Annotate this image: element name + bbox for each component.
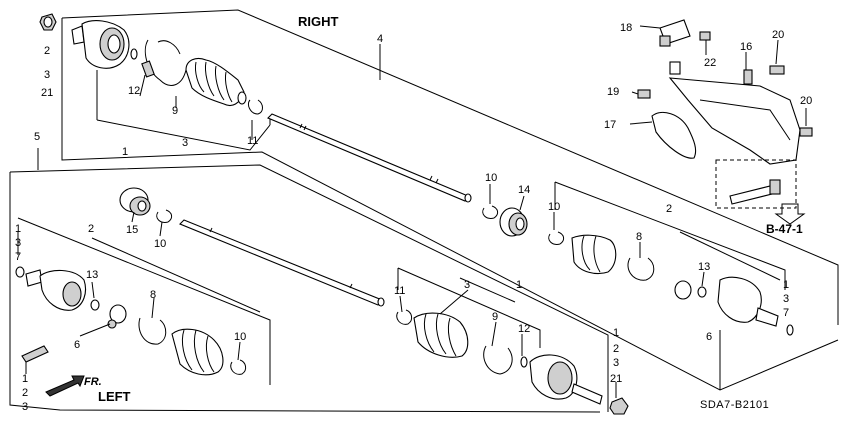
callout-12-left: 12 — [518, 323, 530, 335]
callout-20-b: 20 — [800, 95, 812, 107]
callout-3-right: 3 — [182, 137, 188, 149]
callout-19: 19 — [607, 86, 619, 98]
left-circlip-icon — [90, 299, 100, 311]
callout-14: 14 — [518, 184, 530, 196]
left-circlip-b-icon — [520, 356, 528, 368]
dynamic-damper-icon — [499, 207, 528, 237]
pin-icon — [21, 345, 49, 363]
callout-15: 15 — [126, 224, 138, 236]
callout-12-right: 12 — [128, 85, 140, 97]
callout-10-left-b: 10 — [234, 331, 246, 343]
inner-boot-band-icon — [627, 257, 655, 281]
callout-16: 16 — [740, 41, 752, 53]
callout-6-right: 6 — [706, 331, 712, 343]
callout-2-right: 2 — [666, 203, 672, 215]
callout-1-left: 1 — [516, 279, 522, 291]
callout-10-right-a: 10 — [485, 172, 497, 184]
callout-left-stack-2: 3 — [15, 237, 21, 249]
left-damper-icon — [119, 187, 151, 216]
left-outboard-joint-icon — [529, 354, 603, 405]
left-band-icon — [156, 209, 173, 223]
callout-right-stack-2: 3 — [783, 293, 789, 305]
callout-3-left: 3 — [464, 279, 470, 291]
left-shaft-icon — [179, 219, 385, 307]
callout-10-left-a: 10 — [154, 238, 166, 250]
callout-11-right: 11 — [247, 135, 258, 147]
outer-boot-icon — [185, 57, 247, 107]
callout-8-right: 8 — [636, 231, 642, 243]
callout-2-left: 2 — [88, 223, 94, 235]
damper-band-icon — [482, 205, 499, 219]
left-inner-band-icon — [138, 317, 167, 345]
right-drive-shaft-parts — [39, 13, 813, 336]
right-shaft-icon — [267, 113, 472, 203]
callout-left-stack-3: 7 — [15, 251, 21, 263]
callout-top-left-1: 2 — [44, 45, 50, 57]
callout-bottom-left-2: 2 — [22, 387, 28, 399]
callout-5: 5 — [34, 131, 40, 143]
callout-bottom-stack-2: 2 — [613, 343, 619, 355]
tripod-joint-icon — [107, 304, 127, 329]
front-direction-arrow-icon — [45, 375, 85, 397]
left-inboard-joint-icon — [25, 269, 87, 311]
callout-8-left: 8 — [150, 289, 156, 301]
callout-10-right-b: 10 — [548, 201, 560, 213]
callout-13-right: 13 — [698, 261, 710, 273]
left-small-band-icon — [230, 359, 247, 375]
left-stop-ring-icon — [15, 266, 25, 278]
spindle-nut-icon — [39, 13, 57, 31]
stop-ring-icon — [786, 324, 794, 336]
callout-9-left: 9 — [492, 311, 498, 323]
callout-top-left-3: 21 — [41, 87, 53, 99]
left-outer-band-icon — [483, 345, 513, 375]
callout-bottom-stack-3: 3 — [613, 357, 619, 369]
inner-boot-icon — [571, 234, 617, 275]
left-drive-shaft-parts — [15, 187, 629, 415]
callout-bottom-left-1: 1 — [22, 373, 28, 385]
circlip-icon — [130, 48, 138, 60]
left-section-title: LEFT — [98, 389, 131, 404]
callout-17: 17 — [604, 119, 616, 131]
callout-1-right: 1 — [122, 146, 128, 158]
callout-11-left: 11 — [394, 285, 405, 297]
callout-right-stack-3: 7 — [783, 307, 789, 319]
callout-18: 18 — [620, 22, 632, 34]
left-outer-boot-icon — [413, 312, 469, 358]
reference-arrow-icon — [774, 203, 806, 225]
callout-bottom-stack-1: 1 — [613, 327, 619, 339]
band-icon — [548, 231, 565, 245]
front-direction-label: FR. — [84, 376, 102, 388]
left-clip-icon — [396, 309, 413, 325]
left-inner-boot-icon — [171, 328, 224, 376]
callout-13-left: 13 — [86, 269, 98, 281]
callout-20-a: 20 — [772, 29, 784, 41]
callout-4: 4 — [377, 33, 383, 45]
callout-bottom-stack-4: 21 — [610, 373, 622, 385]
section-titles: RIGHT LEFT FR. B-47-1 SDA7-B2101 — [84, 14, 803, 411]
reference-label: B-47-1 — [766, 222, 803, 236]
boot-clip-icon — [247, 99, 263, 115]
callout-top-left-2: 3 — [44, 69, 50, 81]
callout-22: 22 — [704, 57, 716, 69]
callout-bottom-left-3: 3 — [22, 401, 28, 413]
callout-right-stack-1: 1 — [783, 279, 789, 291]
callout-6-left: 6 — [74, 339, 80, 351]
boot-band-icon — [141, 39, 187, 86]
inboard-joint-icon — [674, 276, 779, 327]
leader-lines — [25, 25, 807, 398]
bearing-support-bracket-icon — [637, 19, 813, 209]
outboard-cv-joint-icon — [71, 20, 130, 69]
callout-numbers: 2 3 21 4 5 12 9 3 1 11 10 14 10 2 8 13 6… — [15, 22, 812, 413]
left-spindle-nut-icon — [609, 397, 629, 415]
diagram-code: SDA7-B2101 — [700, 399, 769, 411]
right-section-title: RIGHT — [298, 14, 339, 29]
callout-left-stack-1: 1 — [15, 223, 21, 235]
callout-9-right: 9 — [172, 105, 178, 117]
frame-lines — [9, 9, 839, 413]
